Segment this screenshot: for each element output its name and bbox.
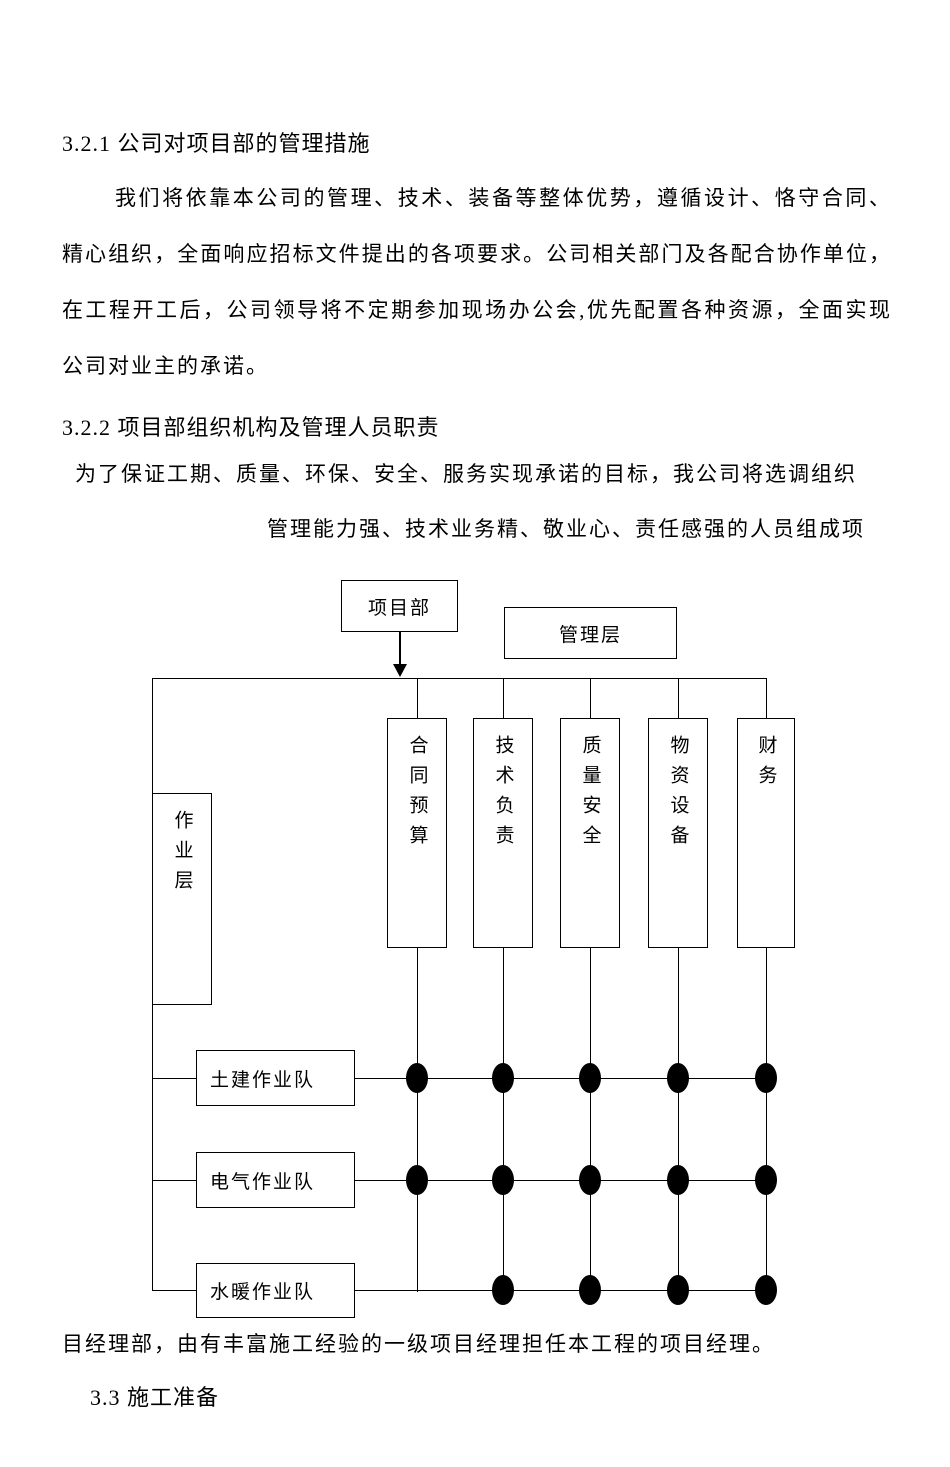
node-dot [755,1275,777,1305]
org-node-quality-safety: 质量安全 [560,718,620,948]
connector-line [503,679,504,718]
node-dot [579,1165,601,1195]
org-node-electrical-team: 电气作业队 [196,1152,355,1208]
org-node-finance: 财务 [737,718,795,948]
connector-line [766,948,767,1292]
connector-line [678,679,679,718]
arrow-down-icon [393,664,407,677]
org-node-technical-lead: 技术负责 [473,718,533,948]
org-node-plumbing-heating-team-label: 水暖作业队 [210,1282,316,1303]
org-node-contract-budget-label: 合同预算 [406,735,428,855]
org-node-contract-budget: 合同预算 [387,718,447,948]
node-dot [406,1063,428,1093]
connector-line [678,948,679,1292]
connector-line [503,948,504,1292]
node-dot [755,1165,777,1195]
connector-line [766,679,767,718]
connector-line [399,632,401,665]
org-node-electrical-team-label: 电气作业队 [210,1171,316,1193]
org-node-project-dept: 项目部 [341,580,458,632]
node-dot [579,1063,601,1093]
connector-line [355,1180,766,1181]
heading-3-2-2: 3.2.2 项目部组织机构及管理人员职责 [62,415,440,440]
node-dot [667,1275,689,1305]
paragraph-3-2-2-line2: 管理能力强、技术业务精、敬业心、责任感强的人员组成项 [267,517,865,541]
org-node-quality-safety-label: 质量安全 [579,735,601,855]
connector-line [590,948,591,1292]
org-node-management-layer-label: 管理层 [558,624,622,646]
org-node-plumbing-heating-team: 水暖作业队 [196,1263,355,1318]
org-node-project-dept-label: 项目部 [367,597,431,619]
org-node-finance-label: 财务 [755,735,777,795]
node-dot [492,1063,514,1093]
paragraph-3-2-2-line1: 为了保证工期、质量、环保、安全、服务实现承诺的目标，我公司将选调组织 [75,462,857,486]
org-node-technical-lead-label: 技术负责 [492,735,514,855]
node-dot [667,1063,689,1093]
node-dot [579,1275,601,1305]
heading-3-2-1: 3.2.1 公司对项目部的管理措施 [62,131,371,156]
paragraph-3-2-2-continuation: 目经理部，由有丰富施工经验的一级项目经理担任本工程的项目经理。 [62,1332,775,1356]
org-node-operations-layer-label: 作业层 [171,810,193,900]
node-dot [667,1165,689,1195]
connector-line [590,679,591,718]
connector-line [153,1180,196,1181]
connector-line [153,1078,196,1079]
org-node-management-layer: 管理层 [504,607,677,659]
org-node-civil-team: 土建作业队 [196,1050,355,1106]
connector-line [153,1290,196,1291]
org-node-materials-equipment-label: 物资设备 [667,735,689,855]
node-dot [492,1275,514,1305]
org-node-materials-equipment: 物资设备 [648,718,708,948]
heading-3-3: 3.3 施工准备 [90,1385,220,1410]
connector-line [355,1290,766,1291]
node-dot [755,1063,777,1093]
paragraph-3-2-1: 我们将依靠本公司的管理、技术、装备等整体优势，遵循设计、恪守合同、精心组织，全面… [62,186,892,378]
connector-line [355,1078,766,1079]
connector-line [152,678,767,679]
connector-line [417,948,418,1292]
org-node-operations-layer: 作业层 [152,793,212,1005]
connector-line [417,679,418,718]
node-dot [406,1165,428,1195]
node-dot [492,1165,514,1195]
org-node-civil-team-label: 土建作业队 [210,1069,316,1091]
